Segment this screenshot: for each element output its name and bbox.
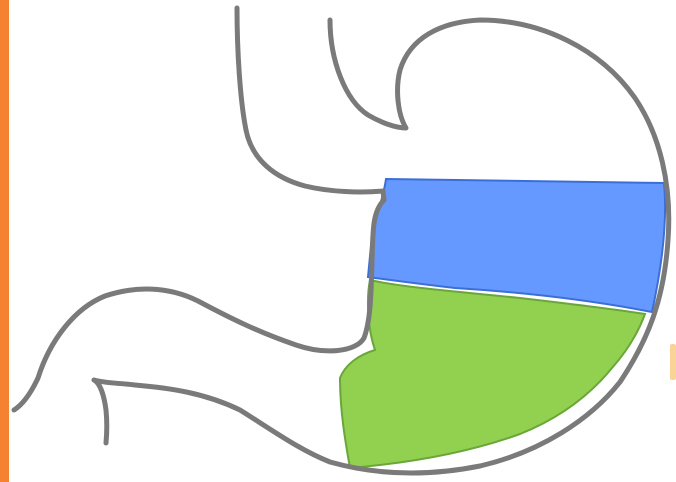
edge-mark <box>669 336 676 386</box>
stomach-outline-inner <box>14 8 384 410</box>
green-lower-region <box>340 280 645 468</box>
